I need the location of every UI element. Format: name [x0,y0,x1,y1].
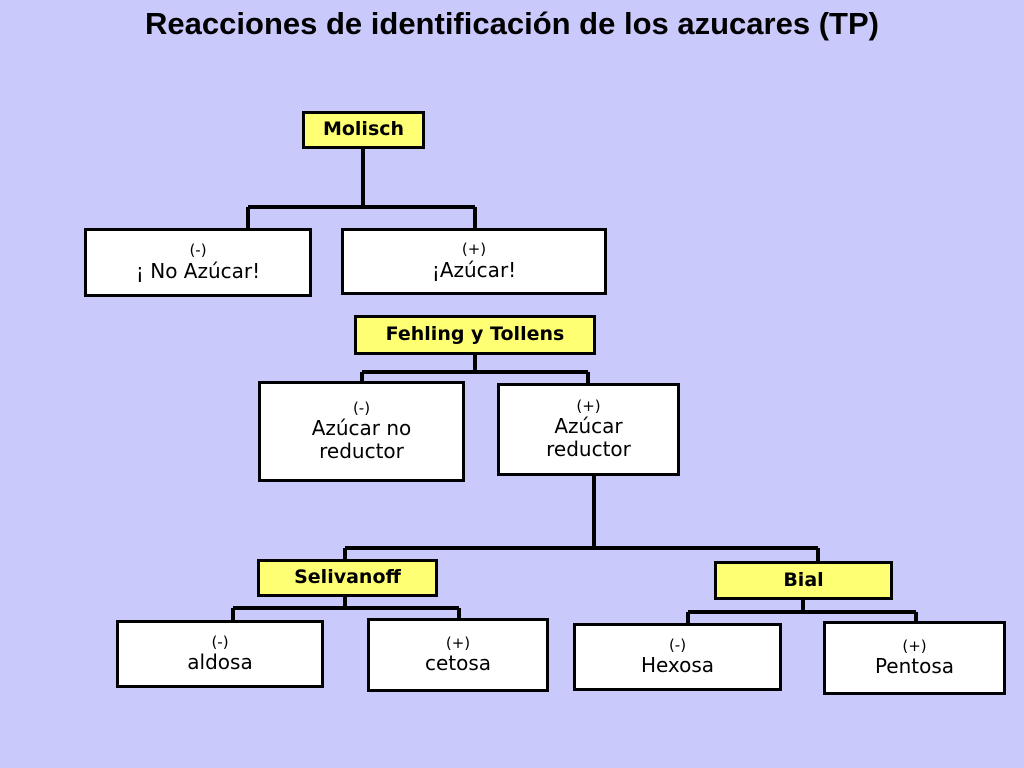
page-title: Reacciones de identificación de los azuc… [145,6,879,41]
pentose-sign: (+) [902,636,927,655]
aldose-sign: (-) [211,632,229,651]
pentose-result-box: (+) Pentosa [823,621,1006,695]
aldose-label: aldosa [187,650,253,675]
selivanoff-label: Selivanoff [294,566,401,589]
bial-label: Bial [783,568,824,591]
ketose-label: cetosa [424,651,492,676]
sugar-result-box: (+) ¡Azúcar! [341,228,607,295]
reducing-result-box: (+) Azúcar reductor [497,383,680,476]
non-reducing-result-box: (-) Azúcar no reductor [258,381,465,482]
pentose-label: Pentosa [874,654,955,679]
hexose-sign: (-) [668,635,687,654]
hexose-result-box: (-) Hexosa [573,623,782,691]
no-sugar-label: ¡ No Azúcar! [135,258,261,283]
aldose-result-box: (-) aldosa [116,620,324,688]
ketose-sign: (+) [445,633,471,652]
selivanoff-test-box: Selivanoff [257,559,438,597]
non-reducing-sign: (-) [352,398,371,417]
fehling-tollens-label: Fehling y Tollens [385,323,565,346]
no-sugar-result-box: (-) ¡ No Azúcar! [84,228,312,297]
sugar-sign: (+) [461,240,487,259]
fehling-tollens-test-box: Fehling y Tollens [354,315,596,355]
molisch-test-box: Molisch [302,111,425,149]
ketose-result-box: (+) cetosa [367,618,549,692]
reducing-label: Azúcar reductor [546,414,631,462]
bial-test-box: Bial [714,561,893,600]
sugar-label: ¡Azúcar! [431,257,517,282]
hexose-label: Hexosa [640,653,715,678]
molisch-label: Molisch [322,118,405,141]
reducing-sign: (+) [576,396,601,415]
no-sugar-sign: (-) [189,241,207,260]
non-reducing-label: Azúcar no reductor [311,416,412,464]
